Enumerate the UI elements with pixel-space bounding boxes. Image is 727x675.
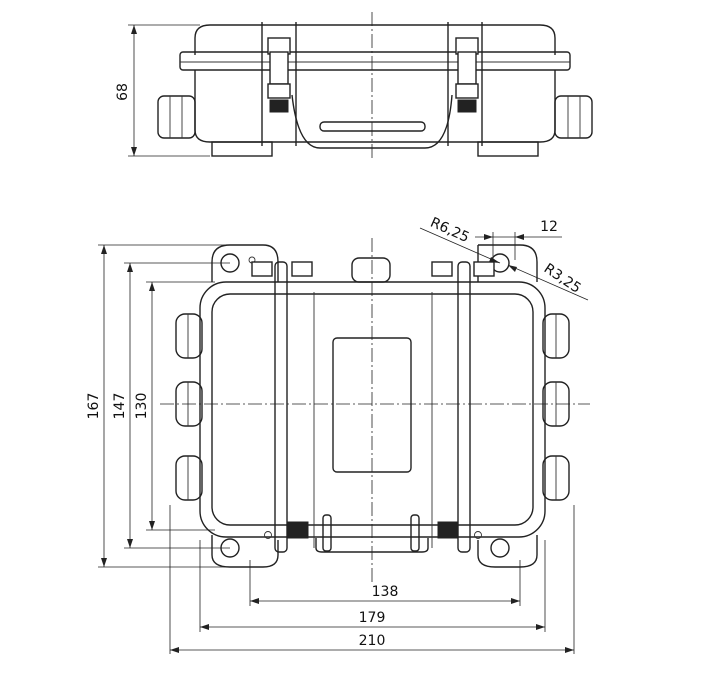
dimension-12: 12 <box>475 219 562 260</box>
dimension-167: 167 <box>86 244 230 568</box>
radius-callout-large: R6,25 <box>419 215 501 264</box>
dim-label-179: 179 <box>359 610 386 626</box>
dimension-210: 210 <box>169 505 575 654</box>
dim-label-167: 167 <box>86 393 102 420</box>
top-view <box>160 238 590 585</box>
mount-hole-bottom-right <box>490 538 510 558</box>
dim-label-130: 130 <box>134 393 150 420</box>
dimension-138: 138 <box>249 560 521 606</box>
dimension-147: 147 <box>112 262 230 549</box>
dimension-68: 68 <box>115 24 210 157</box>
dim-label-138: 138 <box>372 584 399 600</box>
dim-label-68: 68 <box>115 83 131 101</box>
dim-label-210: 210 <box>359 633 386 649</box>
dim-label-147: 147 <box>112 393 128 420</box>
dimension-130: 130 <box>134 281 215 531</box>
side-view <box>157 12 593 160</box>
dim-label-12: 12 <box>540 219 558 235</box>
radius-label-small: R3,25 <box>541 261 584 297</box>
dimension-179: 179 <box>199 540 546 632</box>
